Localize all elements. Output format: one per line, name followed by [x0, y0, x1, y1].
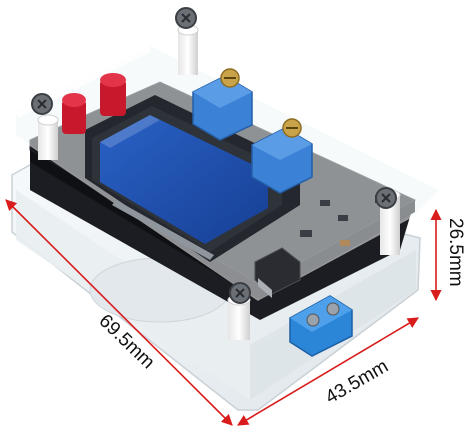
screw-heads — [31, 7, 397, 304]
dimension-line-width — [237, 317, 419, 426]
standoffs — [37, 24, 401, 340]
dimension-label-width: 43.5mm — [322, 356, 392, 409]
dimension-lines — [5, 199, 442, 426]
trimpot-bottom — [251, 118, 313, 194]
red-led-right — [100, 73, 126, 116]
regulator-chip — [254, 247, 301, 298]
dimension-label-height: 26.5mm — [445, 218, 464, 287]
trimpot-top — [192, 68, 253, 141]
red-led-left — [62, 93, 86, 134]
dimension-line-length — [5, 199, 233, 426]
